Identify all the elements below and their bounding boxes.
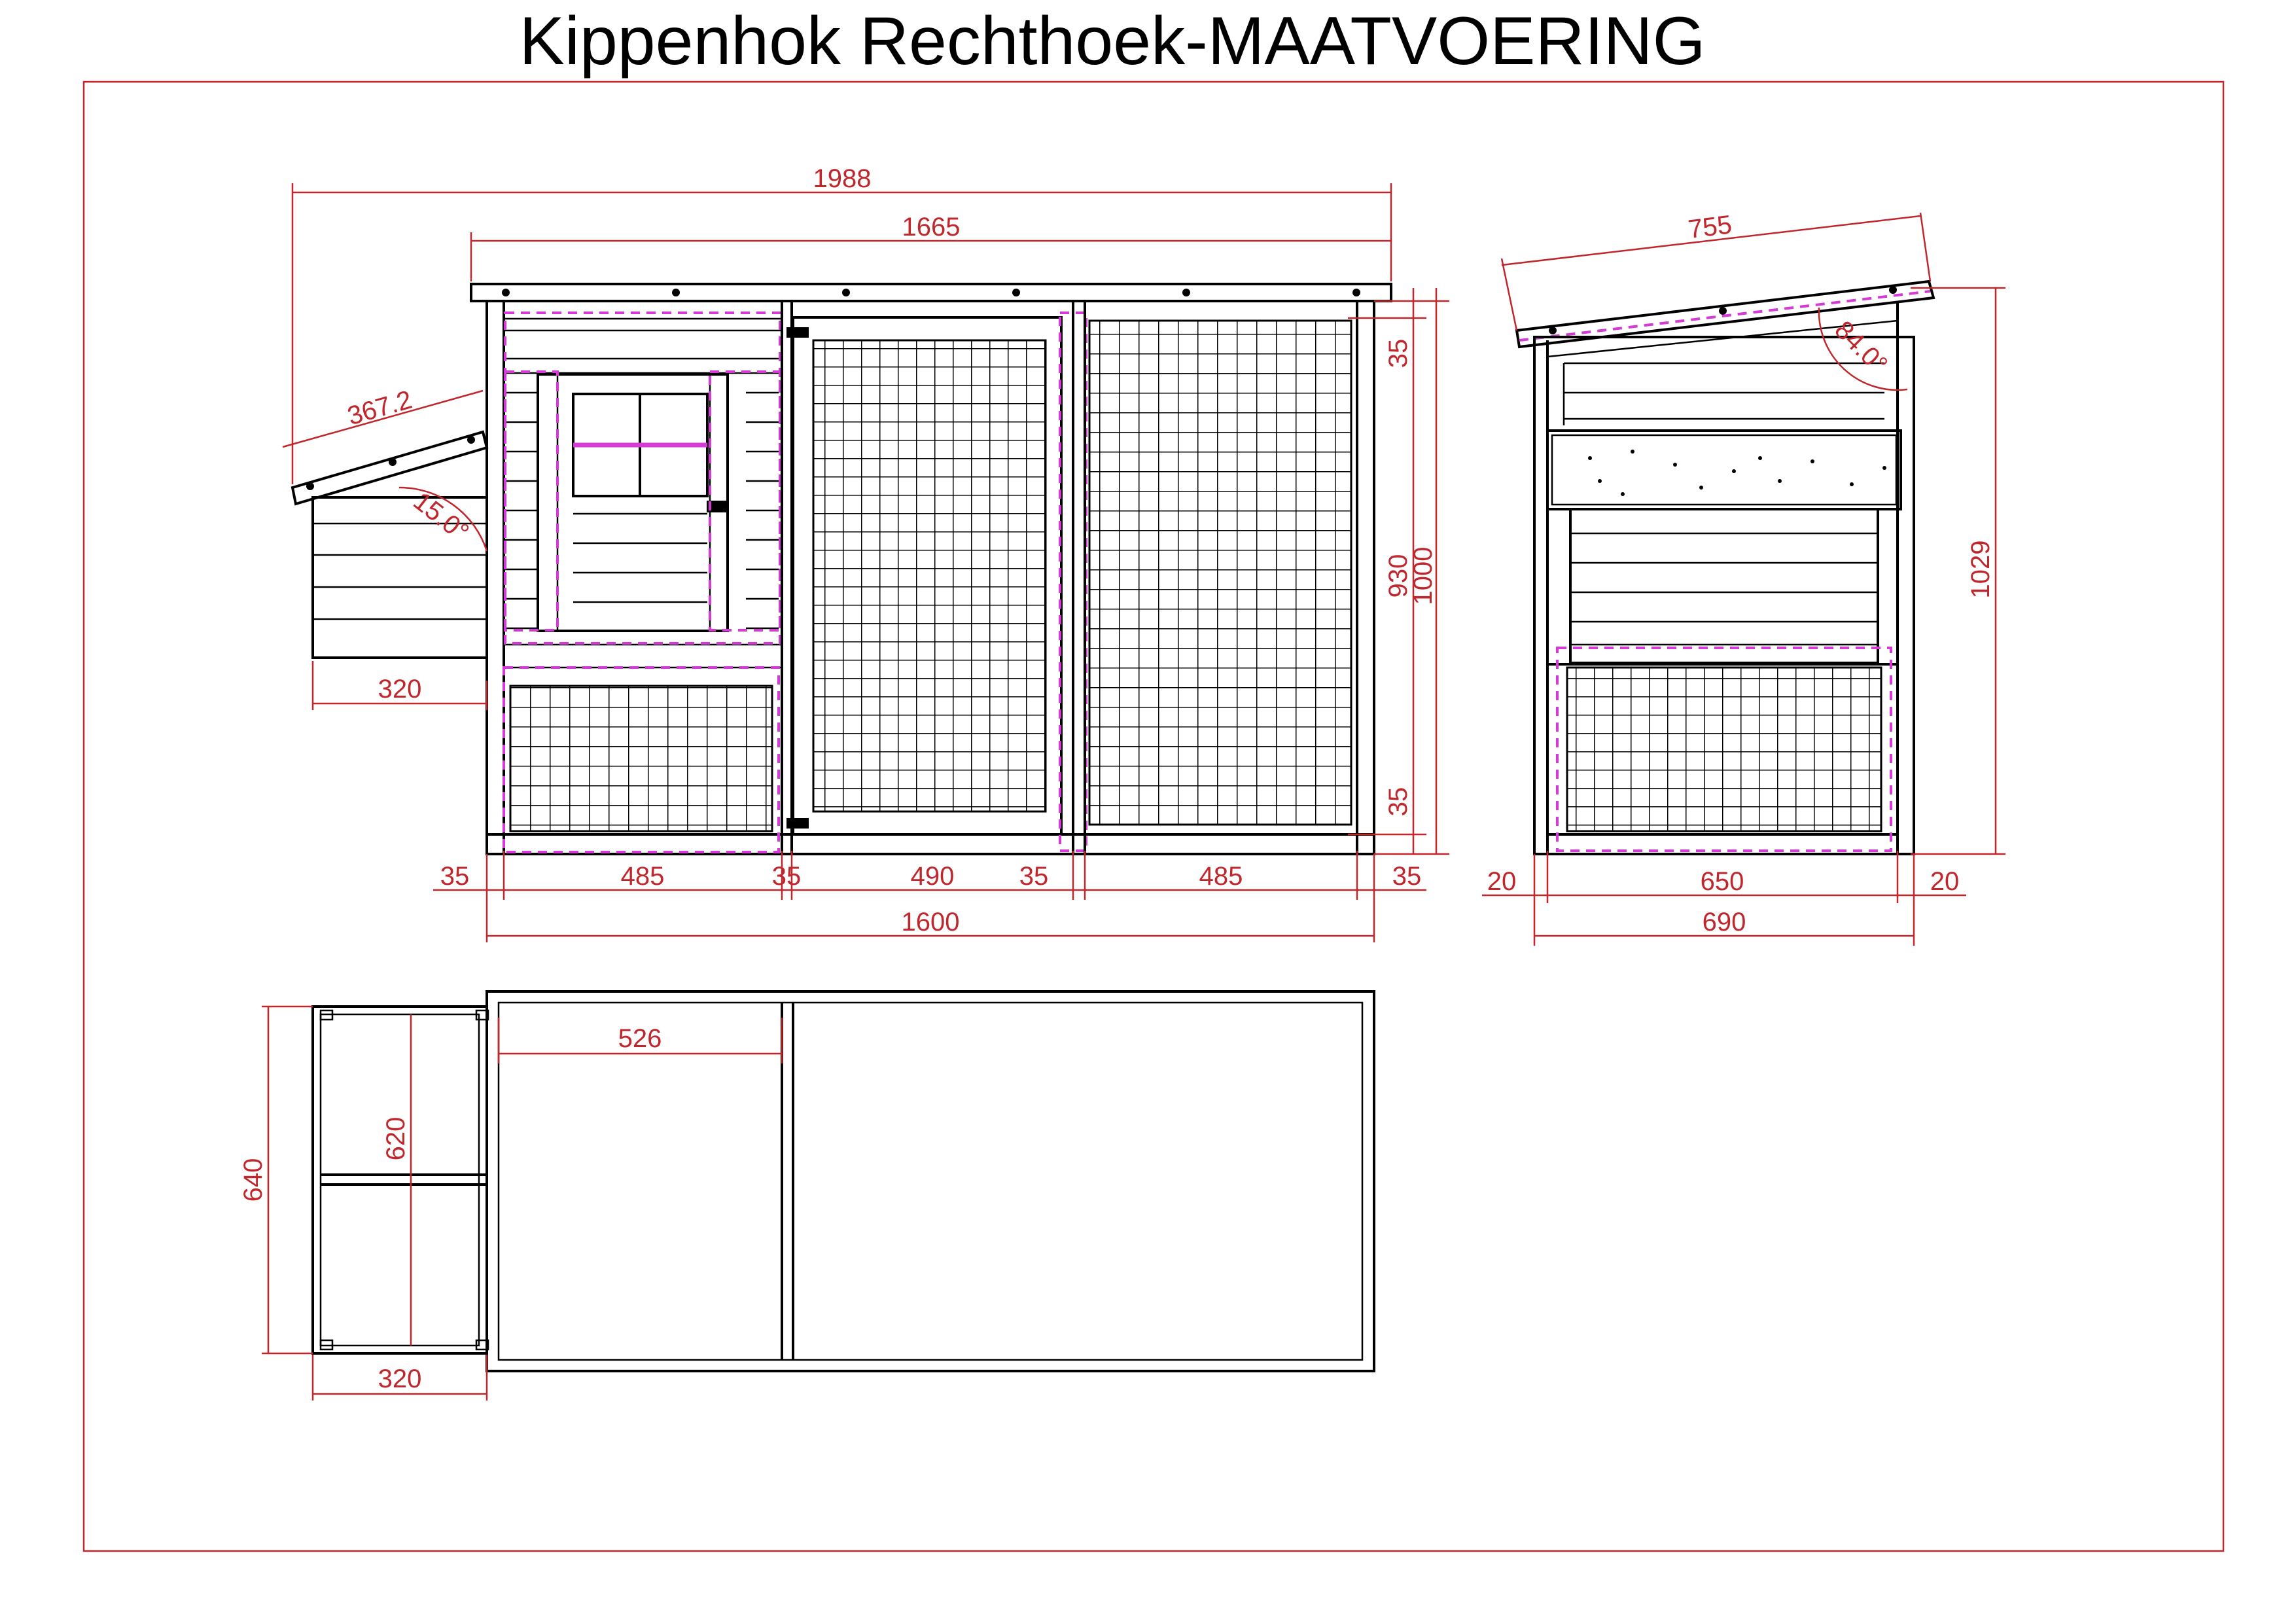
dim-top-nest-total: 640 (239, 1158, 268, 1202)
dim-overall-roof: 1988 (813, 164, 872, 193)
house-door[interactable] (537, 373, 729, 632)
side-hatch[interactable] (1546, 429, 1902, 510)
dim-top-nest-width: 320 (378, 1364, 422, 1393)
hatch-texture (1588, 450, 1886, 496)
run-door-mesh (812, 339, 1047, 813)
front-view (291, 283, 1392, 855)
dim-bottom-rail: 35 (1384, 787, 1413, 817)
dim-side-height: 1029 (1966, 541, 1995, 599)
dim-side-overall: 690 (1703, 908, 1746, 936)
side-dimensions: 755 84.0° 1029 20 650 20 690 (1482, 210, 2005, 946)
roof-screws (502, 289, 1360, 296)
dim-total-height: 1000 (1409, 547, 1438, 605)
door-hinge-bottom (786, 818, 809, 829)
dim-side-roof: 755 (1687, 210, 1734, 244)
dim-top-rail: 35 (1384, 339, 1413, 368)
side-mesh (1566, 666, 1882, 832)
dim-seg-right-post: 35 (1392, 862, 1422, 891)
dim-side-left-post: 20 (1487, 867, 1517, 896)
dim-overall-width: 1600 (902, 908, 960, 936)
dim-nest-roof-angle: 15.0° (408, 487, 474, 547)
front-dimensions: 1988 1665 367.2 15.0° 320 35 930 1000 35… (282, 164, 1449, 942)
dim-inner-height: 930 (1384, 554, 1413, 598)
run-right-mesh (1088, 319, 1352, 826)
house-lower-mesh (509, 685, 773, 832)
dim-seg-house: 485 (621, 862, 665, 891)
dim-side-right-post: 20 (1930, 867, 1960, 896)
dim-side-inner-width: 650 (1701, 867, 1744, 896)
top-dimensions: 526 640 620 320 (239, 1005, 783, 1400)
left-shiplap (504, 391, 779, 630)
dim-roof-width: 1665 (902, 213, 961, 241)
dim-seg-post2: 35 (1019, 862, 1049, 891)
dim-seg-run: 485 (1199, 862, 1243, 891)
side-view (1515, 279, 1935, 855)
door-hinge-top (786, 327, 809, 338)
sheet-border (82, 80, 2225, 1552)
dim-seg-mid-post: 35 (772, 862, 802, 891)
door-latch[interactable] (707, 501, 729, 512)
dim-nest-depth: 320 (378, 675, 422, 704)
dim-seg-left-post: 35 (440, 862, 470, 891)
dim-seg-door: 490 (911, 862, 955, 891)
nest-box (291, 430, 489, 659)
dim-top-house: 526 (618, 1024, 662, 1053)
dim-top-nest-inner: 620 (381, 1117, 410, 1161)
main-roof (470, 283, 1392, 302)
top-view (311, 990, 1375, 1372)
drawing-title: Kippenhok Rechthoek-MAATVOERING (519, 3, 1706, 79)
dim-nest-roof: 367.2 (344, 385, 415, 431)
side-body (1533, 336, 1915, 855)
top-nest-box (311, 1005, 488, 1355)
